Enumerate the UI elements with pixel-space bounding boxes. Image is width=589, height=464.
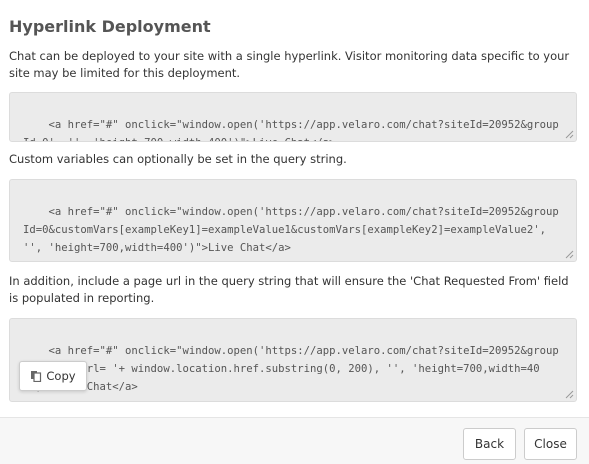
resize-grip-icon[interactable] <box>565 130 574 139</box>
resize-grip-icon[interactable] <box>565 250 574 259</box>
dialog-title: Hyperlink Deployment <box>9 17 211 36</box>
back-button[interactable]: Back <box>463 428 516 460</box>
resize-grip-icon[interactable] <box>565 390 574 399</box>
copy-button[interactable]: Copy <box>19 361 87 391</box>
snippet-custom-vars-textarea[interactable]: <a href="#" onclick="window.open('https:… <box>9 179 577 262</box>
close-button[interactable]: Close <box>524 428 577 460</box>
custom-vars-text: Custom variables can optionally be set i… <box>9 152 347 166</box>
intro-text: Chat can be deployed to your site with a… <box>9 49 570 80</box>
page-url-text: In addition, include a page url in the q… <box>9 274 569 305</box>
snippet-page-url-text: <a href="#" onclick="window.open('https:… <box>23 345 559 393</box>
snippet-custom-vars-text: <a href="#" onclick="window.open('https:… <box>23 206 559 254</box>
dialog-footer: Back Close <box>0 417 589 464</box>
snippet-page-url-textarea[interactable]: <a href="#" onclick="window.open('https:… <box>9 318 577 402</box>
snippet-basic-text: <a href="#" onclick="window.open('https:… <box>23 119 559 141</box>
snippet-basic-textarea[interactable]: <a href="#" onclick="window.open('https:… <box>9 92 577 142</box>
copy-label: Copy <box>46 369 76 383</box>
clipboard-icon <box>31 371 42 382</box>
